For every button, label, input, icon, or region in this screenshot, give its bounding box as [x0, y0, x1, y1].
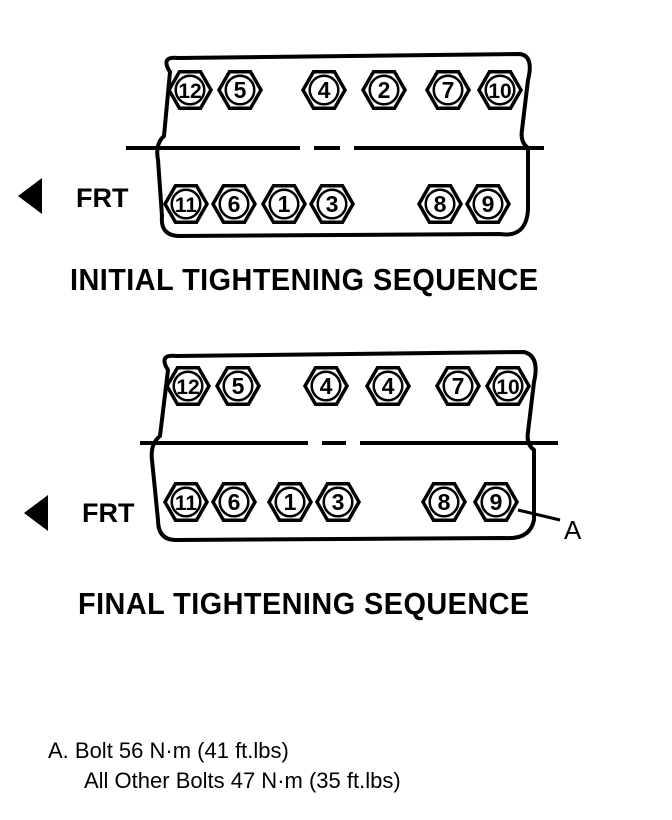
bolt-upper-1: 12 — [164, 366, 212, 406]
bolt-number: 4 — [320, 373, 333, 399]
callout-leader-line — [517, 508, 561, 522]
bolt-number: 1 — [284, 489, 297, 515]
bolt-lower-2: 6 — [210, 184, 258, 224]
bolt-lower-2: 6 — [210, 482, 258, 522]
bolt-upper-1: 12 — [166, 70, 214, 110]
upper-bolts-initial: 12 5 4 2 7 10 — [166, 70, 524, 110]
front-arrow-icon — [18, 178, 42, 214]
bolt-upper-6: 10 — [476, 70, 524, 110]
bolt-lower-6: 9 — [472, 482, 520, 522]
bolt-number: 5 — [232, 373, 245, 399]
bolt-number: 4 — [318, 77, 331, 103]
torque-note-line-1: A. Bolt 56 N·m (41 ft.lbs) — [48, 738, 289, 763]
bolt-upper-4: 4 — [364, 366, 412, 406]
bolt-number: 9 — [490, 489, 503, 515]
cylinder-head-outline-final: 12 5 4 4 7 10 11 6 1 3 8 9 — [140, 349, 561, 543]
initial-sequence-heading: INITIAL TIGHTENING SEQUENCE — [70, 262, 539, 297]
cylinder-head-outline-initial: 12 5 4 2 7 10 11 6 1 3 8 9 — [126, 51, 544, 239]
bolt-upper-5: 7 — [424, 70, 472, 110]
front-arrow-icon — [24, 495, 48, 531]
bolt-lower-4: 3 — [314, 482, 362, 522]
bolt-upper-4: 2 — [360, 70, 408, 110]
final-sequence-heading: FINAL TIGHTENING SEQUENCE — [78, 586, 530, 621]
final-sequence-diagram: 12 5 4 4 7 10 11 6 1 3 8 9 — [0, 340, 672, 560]
bolt-upper-3: 4 — [300, 70, 348, 110]
front-label: FRT — [82, 498, 135, 528]
bolt-lower-3: 1 — [266, 482, 314, 522]
bolt-number: 6 — [228, 191, 241, 217]
bolt-number: 8 — [434, 191, 447, 217]
bolt-number: 9 — [482, 191, 495, 217]
bolt-number: 2 — [378, 77, 391, 103]
bolt-number: 11 — [175, 492, 198, 515]
callout-label-a: A — [564, 515, 582, 545]
bolt-lower-1: 11 — [162, 482, 210, 522]
bolt-upper-2: 5 — [216, 70, 264, 110]
bolt-number: 8 — [438, 489, 451, 515]
torque-note-line-2: All Other Bolts 47 N·m (35 ft.lbs) — [84, 768, 401, 793]
lower-bolts-initial: 11 6 1 3 8 9 — [162, 184, 512, 224]
bolt-number: 5 — [234, 77, 247, 103]
bolt-lower-4: 3 — [308, 184, 356, 224]
bolt-number: 1 — [278, 191, 291, 217]
front-label: FRT — [76, 183, 129, 213]
bolt-lower-6: 9 — [464, 184, 512, 224]
bolt-number: 7 — [442, 77, 455, 103]
upper-bolts-final: 12 5 4 4 7 10 — [164, 366, 532, 406]
bolt-number: 12 — [178, 80, 201, 103]
bolt-lower-1: 11 — [162, 184, 210, 224]
bolt-number: 3 — [332, 489, 345, 515]
bolt-number: 10 — [496, 376, 519, 399]
bolt-upper-6: 10 — [484, 366, 532, 406]
bolt-lower-5: 8 — [420, 482, 468, 522]
bolt-upper-2: 5 — [214, 366, 262, 406]
initial-sequence-diagram: 12 5 4 2 7 10 11 6 1 3 8 9 — [0, 40, 672, 250]
bolt-number: 12 — [176, 376, 199, 399]
bolt-number: 6 — [228, 489, 241, 515]
bolt-lower-3: 1 — [260, 184, 308, 224]
bolt-number: 7 — [452, 373, 465, 399]
bolt-number: 4 — [382, 373, 395, 399]
bolt-number: 11 — [175, 194, 198, 217]
bolt-upper-5: 7 — [434, 366, 482, 406]
bolt-upper-3: 4 — [302, 366, 350, 406]
bolt-lower-5: 8 — [416, 184, 464, 224]
torque-note: A. Bolt 56 N·m (41 ft.lbs) All Other Bol… — [48, 736, 401, 796]
bolt-number: 10 — [488, 80, 511, 103]
bolt-number: 3 — [326, 191, 339, 217]
lower-bolts-final: 11 6 1 3 8 9 — [162, 482, 520, 522]
